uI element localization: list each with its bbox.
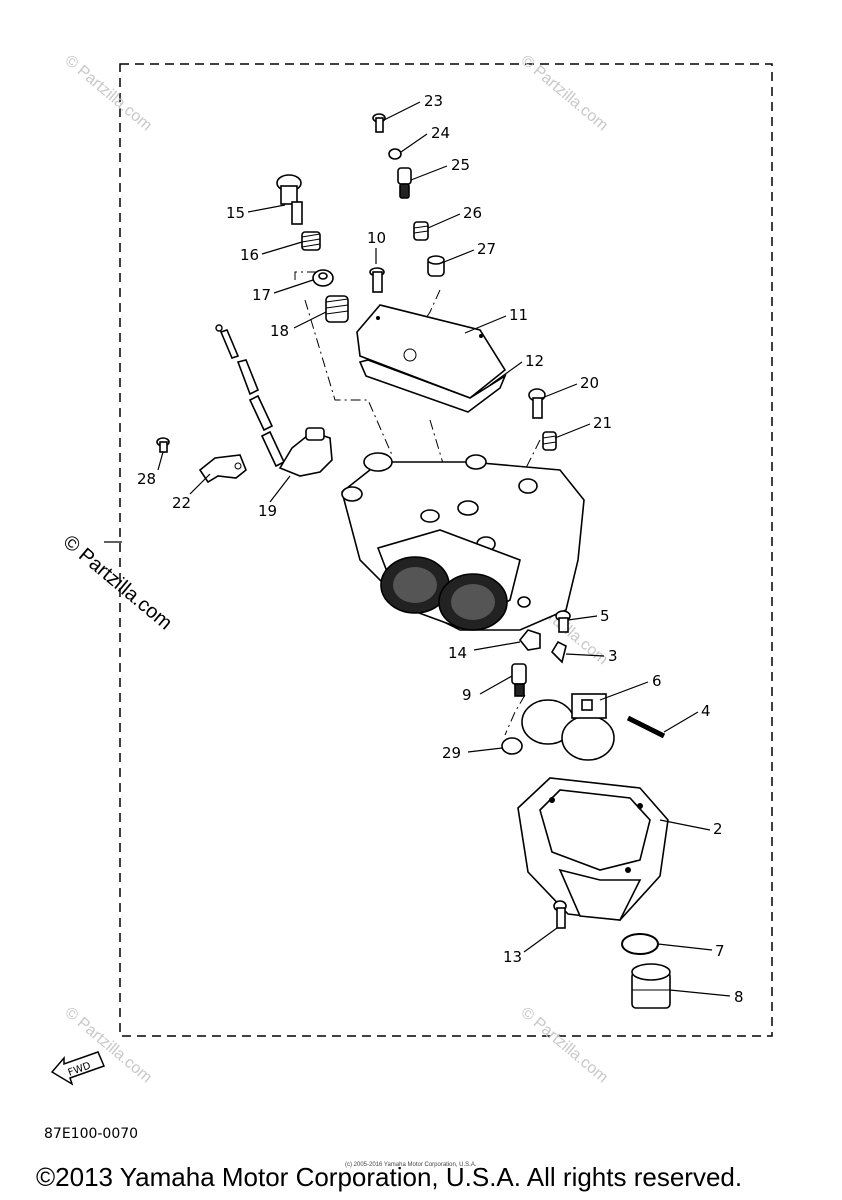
part-number: 16 <box>240 246 259 264</box>
part-number: 17 <box>252 286 271 304</box>
part-number: 19 <box>258 502 277 520</box>
part-9-nozzle <box>511 663 527 697</box>
part-number: 25 <box>451 156 470 174</box>
assembly-boundary <box>119 63 773 1037</box>
part-number: 11 <box>509 306 528 324</box>
leader-lines <box>157 101 731 997</box>
part-number: 9 <box>462 686 472 704</box>
part-20-screw <box>528 388 546 419</box>
fwd-arrow-icon: FWD <box>50 1051 106 1086</box>
part-number: 10 <box>367 229 386 247</box>
watermark: © Partzilla.com <box>517 1004 611 1086</box>
part-number: 24 <box>431 124 450 142</box>
watermark: © Partzilla.com <box>517 52 611 134</box>
part-3-needle-valve <box>550 640 567 664</box>
copyright-text: ©2013 Yamaha Motor Corporation, U.S.A. A… <box>36 1162 743 1192</box>
part-5-screw <box>555 610 571 633</box>
part-number: 26 <box>463 204 482 222</box>
part-29-jet <box>501 737 523 755</box>
part-number: 29 <box>442 744 461 762</box>
part-28-screw <box>156 437 170 453</box>
part-number: 14 <box>448 644 467 662</box>
part-27-plug <box>427 255 445 277</box>
part-23-screw <box>372 113 386 133</box>
part-17-nut <box>312 269 334 287</box>
part-6-float <box>521 693 615 761</box>
part-number: 21 <box>593 414 612 432</box>
part-number: 13 <box>503 948 522 966</box>
part-10-screw <box>369 267 385 293</box>
part-labels: 23 24 25 26 27 15 16 10 11 12 17 18 20 2… <box>137 92 744 1006</box>
part-number: 8 <box>734 988 744 1006</box>
part-7-o-ring <box>621 933 659 955</box>
diagram-code: 87E100-0070 <box>44 1126 139 1142</box>
part-13-screw <box>553 900 567 929</box>
part-number: 23 <box>424 92 443 110</box>
part-21-spring <box>542 431 557 451</box>
part-4-pin <box>626 715 666 739</box>
part-number: 6 <box>652 672 662 690</box>
part-16-spring <box>301 231 321 251</box>
part-11-cover <box>356 304 507 399</box>
part-8-plug <box>631 963 671 1009</box>
part-number: 22 <box>172 494 191 512</box>
watermark: © Partzilla.com <box>59 531 176 634</box>
part-19-starter-cable <box>215 324 333 477</box>
part-24-washer <box>388 148 402 160</box>
part-number: 18 <box>270 322 289 340</box>
part-number: 20 <box>580 374 599 392</box>
part-number: 5 <box>600 607 610 625</box>
part-12-gasket <box>358 359 507 413</box>
part-18-spring <box>325 295 349 323</box>
part-number: 3 <box>608 647 618 665</box>
part-number: 27 <box>477 240 496 258</box>
part-2-float-chamber <box>517 777 669 921</box>
part-15-plunger-cap <box>276 174 303 225</box>
part-number: 2 <box>713 820 723 838</box>
part-number: 15 <box>226 204 245 222</box>
part-number: 12 <box>525 352 544 370</box>
copyright-small-text: (c) 2005-2016 Yamaha Motor Corporation, … <box>345 1162 477 1168</box>
part-25-pilot-screw <box>397 167 412 199</box>
part-14-jet <box>518 629 541 651</box>
part-number: 4 <box>701 702 711 720</box>
part-22-bracket <box>198 454 247 484</box>
part-26-spring <box>413 221 429 241</box>
part-number: 28 <box>137 470 156 488</box>
carburetor-body <box>341 452 585 631</box>
part-number: 7 <box>715 942 725 960</box>
